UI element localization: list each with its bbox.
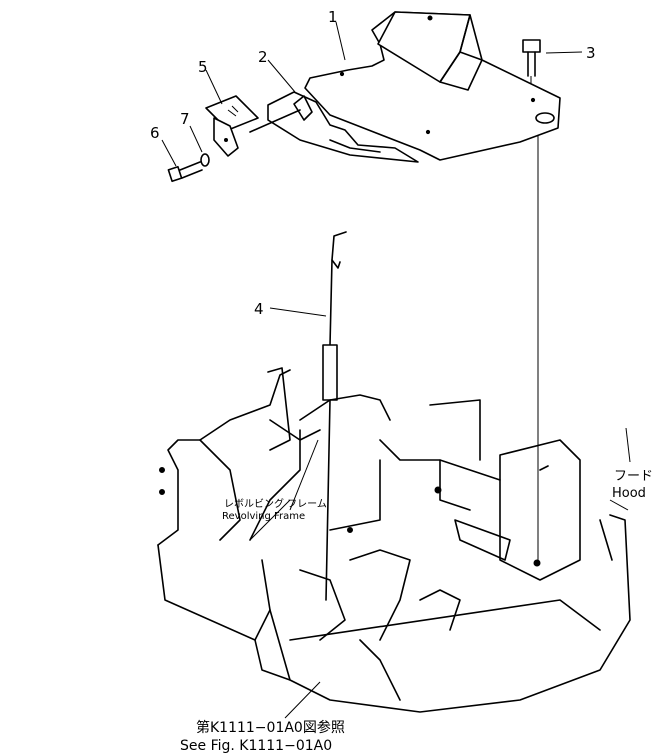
callout-6: 6 — [150, 124, 160, 142]
callout-3: 3 — [586, 44, 596, 62]
revolving-frame — [157, 367, 631, 713]
hood-label-jp: フード — [614, 469, 653, 484]
part-4-stay-rod — [322, 231, 347, 601]
reference-label-jp: 第K1111−01A0図参照 — [196, 719, 345, 736]
callout-7: 7 — [180, 110, 190, 128]
frame-label-jp: レボルビング フレーム — [224, 497, 327, 510]
part-7-washer — [200, 153, 210, 167]
part-5-latch — [205, 95, 259, 157]
reference-label-en: See Fig. K1111−01A0 — [180, 738, 332, 754]
part-3-bolt — [522, 39, 541, 565]
text-labels: フード Hood レボルビング フレーム Revolving Frame 第K1… — [180, 469, 653, 754]
hood-label-en: Hood — [612, 486, 646, 501]
part-1-floor-cover — [304, 11, 561, 161]
callout-1: 1 — [328, 8, 338, 26]
callout-5: 5 — [198, 58, 208, 76]
callout-numbers: 1 2 3 4 5 6 7 — [150, 8, 596, 318]
leader-lines — [161, 21, 631, 719]
frame-label-en: Revolving Frame — [222, 511, 305, 522]
callout-4: 4 — [254, 300, 264, 318]
callout-2: 2 — [258, 48, 268, 66]
part-6-bolt — [167, 161, 203, 183]
part-2-bracket — [249, 91, 419, 163]
